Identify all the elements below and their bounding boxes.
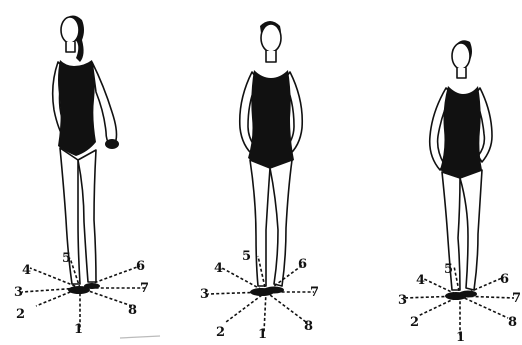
direction-label-8: 8: [304, 319, 313, 334]
direction-label-4: 4: [416, 273, 425, 288]
direction-ray-7: [460, 296, 514, 298]
direction-label-4: 4: [22, 263, 31, 278]
direction-label-1: 1: [258, 327, 267, 342]
direction-label-5: 5: [62, 251, 71, 266]
direction-ray-2: [226, 292, 266, 322]
direction-label-6: 6: [136, 259, 145, 274]
head: [261, 24, 281, 52]
direction-label-3: 3: [14, 285, 23, 300]
direction-label-2: 2: [216, 325, 225, 340]
dancer-right: [430, 40, 492, 300]
leotard: [248, 70, 294, 168]
direction-label-6: 6: [500, 272, 509, 287]
direction-label-1: 1: [74, 322, 83, 337]
head: [61, 17, 79, 43]
right-arm: [92, 62, 117, 146]
direction-label-7: 7: [310, 285, 319, 300]
neck: [266, 51, 276, 62]
neck: [457, 68, 466, 78]
figure-left-compass: 1 2 3 4 5 6 78: [14, 251, 149, 337]
direction-label-7: 7: [140, 281, 149, 296]
direction-label-5: 5: [444, 262, 453, 277]
direction-ray-8: [460, 296, 508, 318]
hand: [105, 139, 119, 149]
direction-label-3: 3: [398, 293, 407, 308]
direction-label-4: 4: [214, 261, 223, 276]
direction-label-8: 8: [508, 315, 517, 330]
head: [452, 43, 470, 69]
leotard: [58, 60, 96, 156]
direction-ray-1: [264, 292, 266, 332]
direction-ray-2: [418, 296, 460, 316]
direction-label-8: 8: [128, 303, 137, 318]
direction-ray-8: [266, 292, 306, 322]
left-leg: [250, 160, 270, 286]
direction-label-5: 5: [242, 249, 251, 264]
direction-label-1: 1: [456, 330, 465, 345]
figure-right: [430, 40, 492, 300]
right-leg: [460, 170, 482, 290]
direction-label-7: 7: [512, 291, 521, 306]
direction-label-3: 3: [200, 287, 209, 302]
leotard: [440, 86, 482, 178]
neck: [66, 42, 75, 52]
scan-mark: [120, 336, 160, 338]
direction-label-6: 6: [298, 257, 307, 272]
right-leg: [270, 160, 292, 286]
right-leg: [78, 150, 96, 282]
direction-label-2: 2: [16, 307, 25, 322]
direction-label-2: 2: [410, 315, 419, 330]
